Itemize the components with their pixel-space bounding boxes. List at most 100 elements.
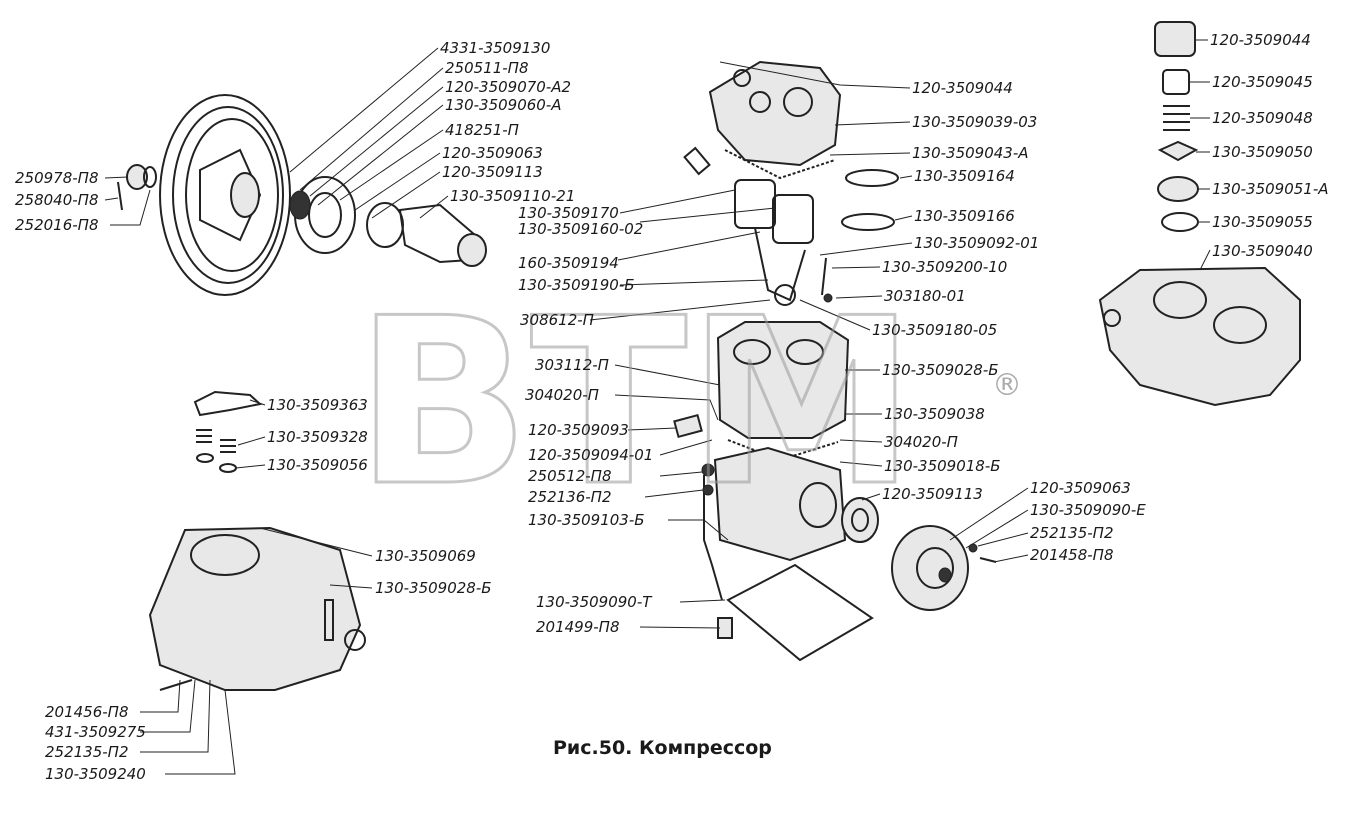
part-label: 120-3509094-01 (528, 446, 653, 464)
head-side-port (1103, 309, 1121, 327)
part-label: 130-3509056 (267, 456, 368, 474)
part-label: 130-3509090-Т (536, 593, 653, 611)
casting-port (344, 629, 366, 651)
valve-plate (1157, 140, 1199, 162)
part-label: 120-3509113 (442, 163, 543, 181)
crank-journal (457, 233, 487, 267)
part-label: 130-3509110-21 (450, 187, 575, 205)
head-gasket (724, 149, 836, 180)
part-label: 120-3509070-А2 (445, 78, 571, 96)
cylinder-block (716, 321, 850, 439)
block-casting (148, 526, 366, 691)
valve-cap (1154, 21, 1196, 57)
part-label: 130-3509090-Е (1030, 501, 1146, 519)
part-label: 303180-01 (884, 287, 966, 305)
piston-left (734, 179, 776, 229)
head-port-right (1213, 306, 1267, 344)
part-label: 120-3509044 (912, 79, 1013, 97)
valve-body (1157, 176, 1199, 202)
cylinder-head-detail (1098, 266, 1301, 407)
part-label: 250978-П8 (15, 169, 99, 187)
part-label: 201458-П8 (1030, 546, 1114, 564)
unloader-seat-right (219, 463, 237, 473)
piston-pin (683, 146, 711, 176)
piston-ring-lower (841, 213, 895, 231)
unloader-seat-left (196, 453, 214, 463)
figure-caption: Рис.50. Компрессор (553, 737, 772, 759)
part-label: 130-3509050 (1212, 143, 1313, 161)
bore-left (733, 339, 771, 365)
part-labels: 4331-3509130 250511-П8 120-3509070-А2 13… (15, 31, 1329, 783)
part-label: 130-3509060-А (445, 96, 562, 114)
part-label: 130-3509160-02 (518, 220, 643, 238)
connecting-rod (754, 227, 806, 302)
leader-lines (104, 39, 1211, 775)
rod-big-end (774, 284, 796, 306)
crankcase (713, 446, 847, 562)
part-label: 130-3509069 (375, 547, 476, 565)
unloader-springs (196, 429, 236, 453)
pulley-spokes (199, 148, 262, 242)
part-label: 120-3509113 (882, 485, 983, 503)
part-label: 120-3509063 (1030, 479, 1131, 497)
part-label: 130-3509103-Б (528, 511, 645, 529)
unloader-valve (673, 413, 703, 439)
part-label: 130-3509028-Б (882, 361, 999, 379)
part-label: 303112-П (535, 356, 609, 374)
part-label: 130-3509018-Б (884, 457, 1001, 475)
part-label: 418251-П (445, 121, 519, 139)
part-label: 252016-П8 (15, 216, 99, 234)
casting-bolt (159, 679, 193, 691)
part-label: 130-3509055 (1212, 213, 1313, 231)
piston-ring-upper (845, 169, 899, 187)
part-label: 130-3509170 (518, 204, 619, 222)
part-label: 130-3509038 (884, 405, 985, 423)
part-label: 130-3509200-10 (882, 258, 1007, 276)
bearing (289, 190, 311, 220)
pulley-groove-1 (172, 106, 284, 284)
part-label: 201456-П8 (45, 703, 129, 721)
part-label: 130-3509166 (914, 207, 1015, 225)
pulley-assembly (117, 94, 487, 296)
head-valve (749, 91, 771, 113)
rear-cover-bolt (979, 557, 997, 563)
valve-spring (1163, 105, 1190, 131)
part-label: 130-3509092-01 (914, 234, 1039, 252)
front-cover-bore (308, 192, 342, 238)
part-label: 130-3509043-А (912, 144, 1029, 162)
part-label: 130-3509040 (1212, 242, 1313, 260)
pulley-hub (230, 172, 260, 218)
block-casting-body (148, 526, 362, 691)
part-label: 130-3509164 (914, 167, 1015, 185)
head-port (783, 87, 813, 117)
drain-washer (701, 463, 715, 477)
valve-washer (1161, 212, 1199, 232)
part-label: 250512-П8 (528, 467, 612, 485)
part-label: 304020-П (525, 386, 599, 404)
part-label: 120-3509063 (442, 144, 543, 162)
rear-cover-boss (916, 547, 954, 589)
pulley-groove-2 (185, 118, 279, 272)
pulley-washer (143, 166, 157, 188)
head-bolt (733, 69, 751, 87)
rear-bearing (841, 497, 879, 543)
rod-nut (823, 293, 833, 303)
part-label: 120-3509045 (1212, 73, 1313, 91)
cotter-pin (117, 181, 123, 211)
part-label: 250511-П8 (445, 59, 529, 77)
part-label: 130-3509051-А (1212, 180, 1329, 198)
part-label: 160-3509194 (518, 254, 619, 272)
part-label: 130-3509180-05 (872, 321, 997, 339)
part-label: 130-3509028-Б (375, 579, 492, 597)
casting-slot (324, 599, 334, 641)
part-label: 120-3509044 (1210, 31, 1311, 49)
part-label: 130-3509190-Б (518, 276, 635, 294)
part-label: 304020-П (884, 433, 958, 451)
piston-right (772, 194, 814, 244)
part-label: 258040-П8 (15, 191, 99, 209)
rod-bolt (821, 257, 827, 296)
part-label: 252135-П2 (1030, 524, 1114, 542)
part-label: 130-3509240 (45, 765, 146, 783)
